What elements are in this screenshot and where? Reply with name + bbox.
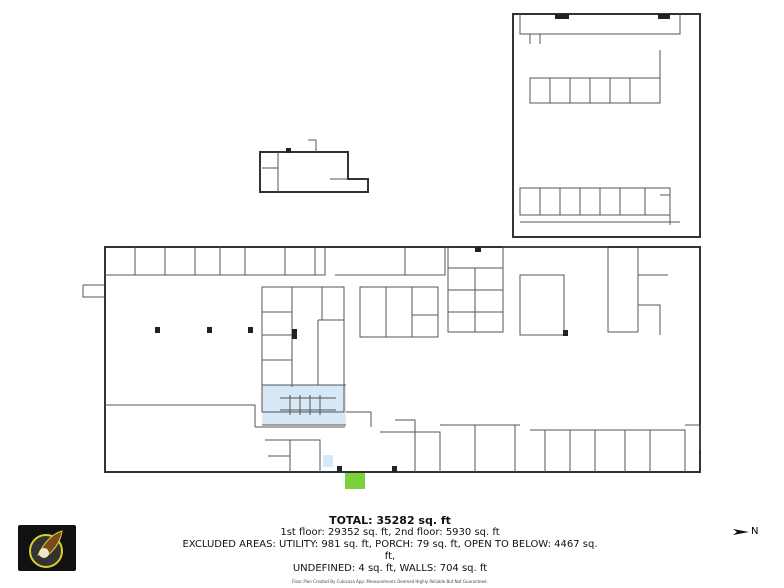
excluded-areas-cont: UNDEFINED: 4 sq. ft, WALLS: 704 sq. ft [292,563,488,574]
upper-small-building [259,139,369,193]
total-area: TOTAL: 35282 sq. ft [329,514,451,527]
area-summary: TOTAL: 35282 sq. ft 1st floor: 29352 sq.… [180,514,600,585]
floor-plan [82,13,701,489]
eagle-logo [18,525,76,571]
second-floor-building [512,13,701,238]
north-arrow-icon [733,528,749,535]
eagle-logo-icon [29,530,63,568]
excluded-areas: EXCLUDED AREAS: UTILITY: 981 sq. ft, POR… [182,539,598,562]
compass-label: N [751,526,759,537]
floor-areas: 1st floor: 29352 sq. ft, 2nd floor: 5930… [280,527,500,538]
porch-area [345,472,365,489]
first-floor-building [82,246,701,489]
credit-text: Floor Plan Created By Cubicasa App. Meas… [292,579,488,584]
compass: N [733,526,758,537]
